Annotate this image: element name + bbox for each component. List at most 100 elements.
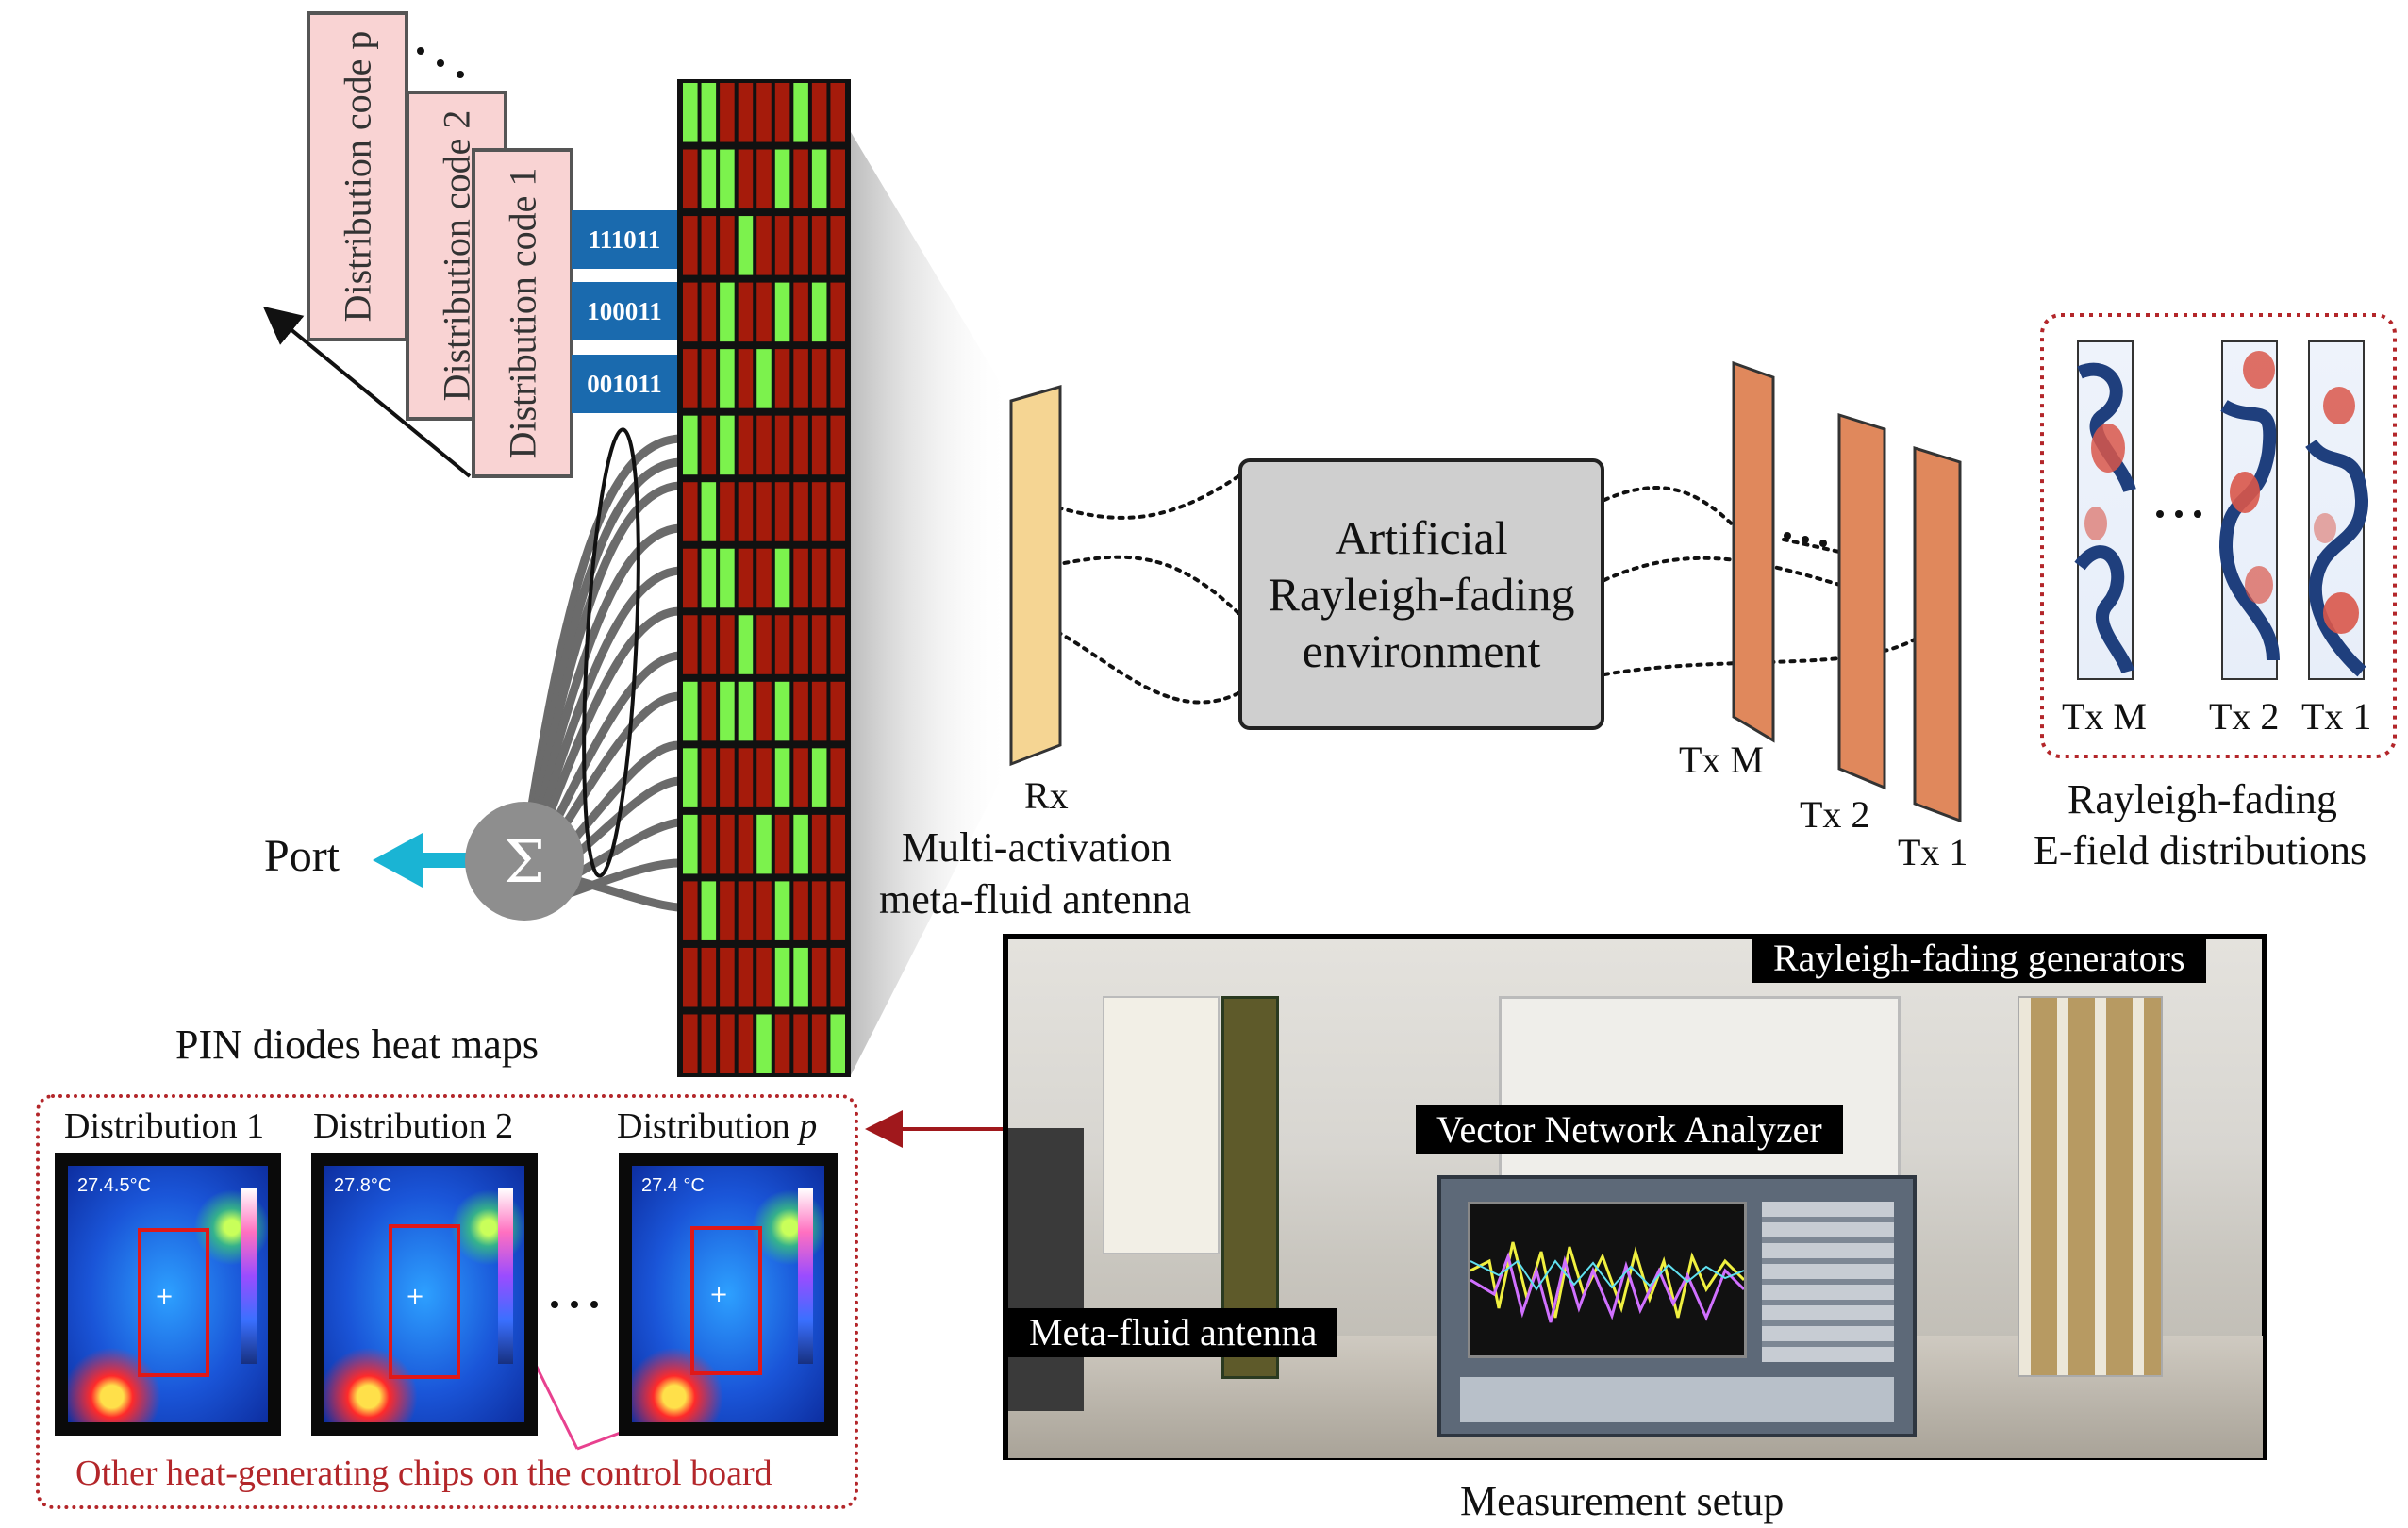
inactive-cell xyxy=(774,814,790,874)
active-cell xyxy=(683,814,698,874)
inactive-cell xyxy=(683,482,698,541)
inactive-cell xyxy=(683,282,698,342)
inactive-cell xyxy=(756,482,772,541)
active-cell xyxy=(738,681,754,741)
inactive-cell xyxy=(720,216,735,275)
inactive-cell xyxy=(830,482,845,541)
active-cell xyxy=(683,83,698,142)
inactive-cell xyxy=(756,83,772,142)
inactive-cell xyxy=(756,149,772,209)
inactive-cell xyxy=(811,615,827,674)
active-cell xyxy=(774,681,790,741)
inactive-cell xyxy=(830,216,845,275)
active-cell xyxy=(720,349,735,408)
active-cell xyxy=(793,947,808,1007)
dist2-label: Distribution 2 xyxy=(313,1106,514,1146)
photo-vna-ports xyxy=(1460,1377,1894,1422)
inactive-cell xyxy=(756,881,772,940)
binary-code-1: 111011 xyxy=(572,210,677,269)
distp-prefix: Distribution xyxy=(617,1106,800,1146)
active-cell xyxy=(774,282,790,342)
tx-1-label: Tx 1 xyxy=(1898,831,1968,873)
heatmap-note: Other heat-generating chips on the contr… xyxy=(75,1453,772,1493)
generators-tag: Rayleigh-fading generators xyxy=(1752,934,2206,983)
active-cell xyxy=(756,814,772,874)
inactive-cell xyxy=(683,947,698,1007)
inactive-cell xyxy=(683,548,698,608)
inactive-cell xyxy=(811,83,827,142)
inactive-cell xyxy=(756,947,772,1007)
inactive-cell xyxy=(701,282,717,342)
inactive-cell xyxy=(774,482,790,541)
inactive-cell xyxy=(701,1014,717,1073)
heatmap-2-temp: 27.8°C xyxy=(334,1175,392,1196)
heatmap-p-temp: 27.4 °C xyxy=(641,1175,705,1196)
inactive-cell xyxy=(811,1014,827,1073)
inactive-cell xyxy=(720,814,735,874)
heatmap-1: + 27.4.5°C xyxy=(55,1153,281,1436)
tx-2-plate xyxy=(1837,412,1886,790)
port-label: Port xyxy=(264,831,340,881)
active-cell xyxy=(774,881,790,940)
inactive-cell xyxy=(720,1014,735,1073)
tx-1-plate xyxy=(1913,445,1962,823)
inactive-cell xyxy=(756,615,772,674)
inactive-cell xyxy=(683,615,698,674)
distp-label: Distribution p xyxy=(617,1105,817,1147)
inactive-cell xyxy=(774,415,790,475)
active-cell xyxy=(720,681,735,741)
inactive-cell xyxy=(793,349,808,408)
active-cell xyxy=(793,814,808,874)
efield-tx-2-label: Tx 2 xyxy=(2209,695,2280,738)
inactive-cell xyxy=(811,415,827,475)
inactive-cell xyxy=(793,482,808,541)
photo-vna-keypad xyxy=(1762,1202,1894,1362)
binary-code-2: 100011 xyxy=(572,282,677,340)
active-cell xyxy=(720,149,735,209)
efield-caption-line2: E-field distributions xyxy=(2034,827,2367,873)
efield-tx-1-label: Tx 1 xyxy=(2301,695,2372,738)
distribution-code-card-1: Distribution code 1 xyxy=(472,148,573,478)
inactive-cell xyxy=(793,149,808,209)
inactive-cell xyxy=(793,881,808,940)
active-cell xyxy=(701,548,717,608)
distribution-code-card-p: Distribution code p xyxy=(307,11,408,341)
vna-tag: Vector Network Analyzer xyxy=(1416,1105,1843,1154)
dist1-label: Distribution 1 xyxy=(64,1106,265,1146)
measurement-photo: Rayleigh-fading generators Vector Networ… xyxy=(1003,934,2267,1460)
inactive-cell xyxy=(738,415,754,475)
inactive-cell xyxy=(738,947,754,1007)
active-cell xyxy=(774,748,790,807)
active-cell xyxy=(830,1014,845,1073)
inactive-cell xyxy=(720,482,735,541)
tx-m-plate xyxy=(1732,360,1775,743)
inactive-cell xyxy=(830,748,845,807)
inactive-cell xyxy=(720,83,735,142)
tx-2-label: Tx 2 xyxy=(1800,793,1870,836)
inactive-cell xyxy=(830,349,845,408)
inactive-cell xyxy=(793,615,808,674)
inactive-cell xyxy=(738,282,754,342)
inactive-cell xyxy=(701,349,717,408)
inactive-cell xyxy=(830,947,845,1007)
inactive-cell xyxy=(738,149,754,209)
distp-var: p xyxy=(799,1106,818,1146)
active-cell xyxy=(683,748,698,807)
active-cell xyxy=(774,548,790,608)
active-cell xyxy=(701,83,717,142)
inactive-cell xyxy=(830,83,845,142)
antenna-cell-array xyxy=(677,79,851,1077)
active-cell xyxy=(774,947,790,1007)
active-cell xyxy=(811,282,827,342)
inactive-cell xyxy=(811,349,827,408)
inactive-cell xyxy=(793,1014,808,1073)
photo-rack xyxy=(1008,1128,1084,1411)
inactive-cell xyxy=(701,216,717,275)
inactive-cell xyxy=(738,814,754,874)
active-cell xyxy=(683,681,698,741)
heatmap-2: + 27.8°C xyxy=(311,1153,538,1436)
active-cell xyxy=(720,548,735,608)
inactive-cell xyxy=(793,216,808,275)
binary-code-3: 001011 xyxy=(572,355,677,413)
